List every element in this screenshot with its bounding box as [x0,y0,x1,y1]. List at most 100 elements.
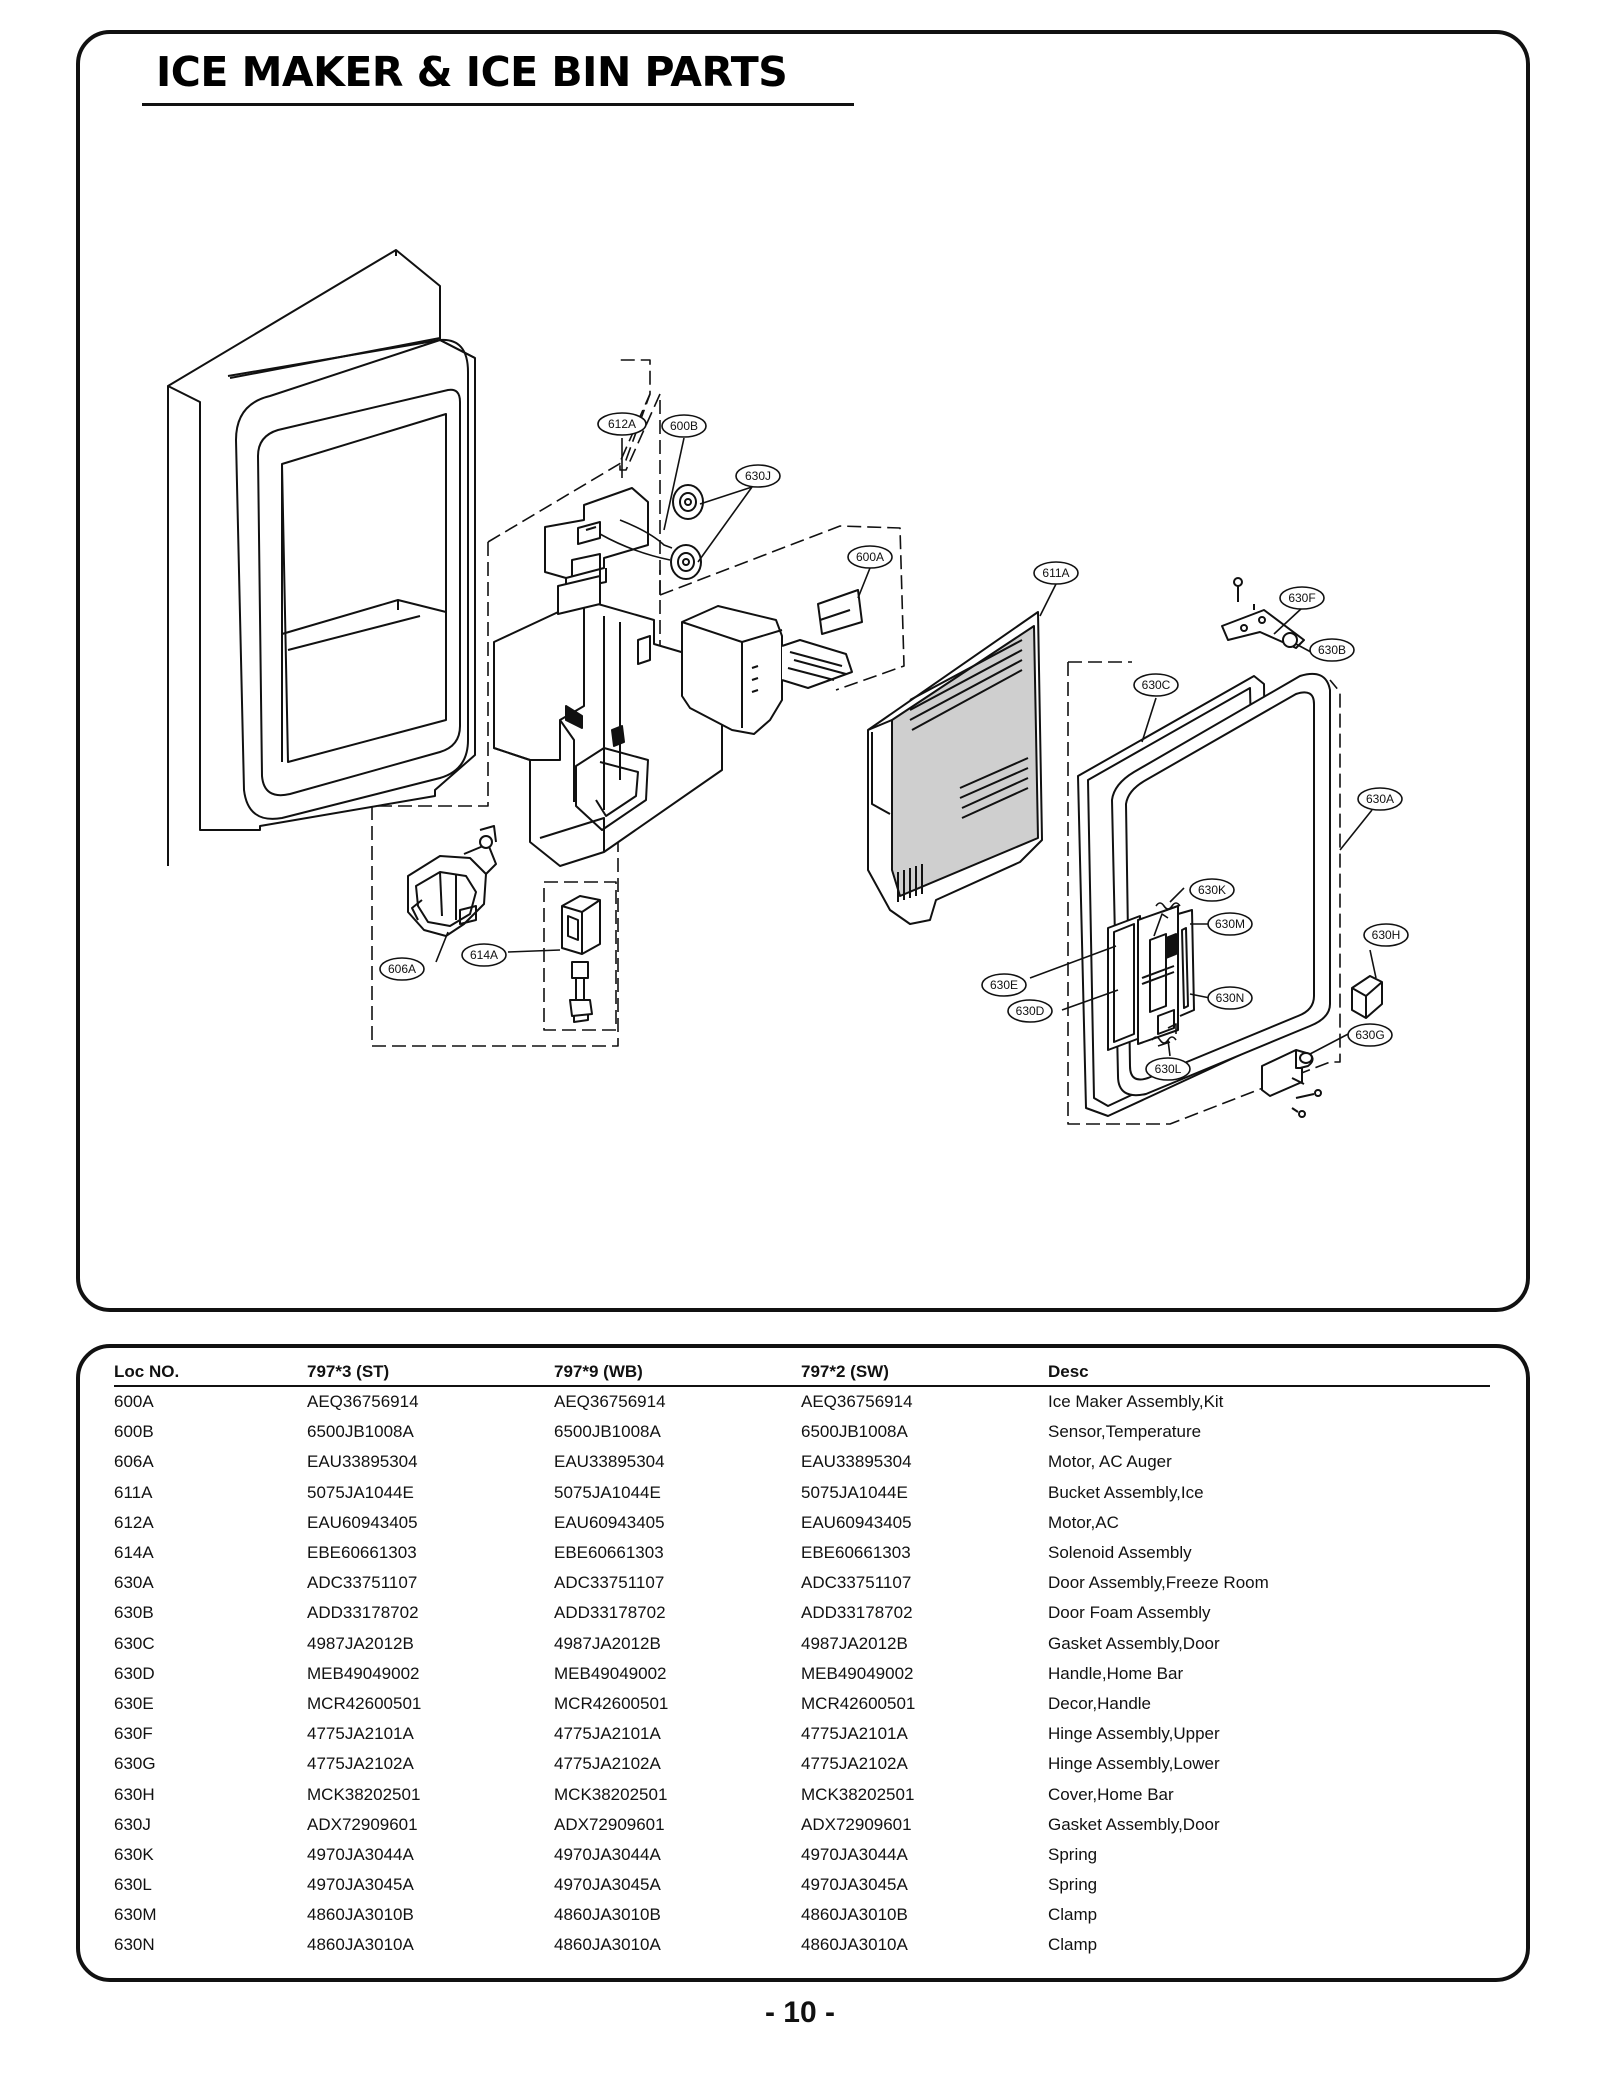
loc-no-cell: 630C [114,1633,155,1653]
callout-600B: 600B [670,419,698,433]
column-header-desc: Desc [1048,1358,1490,1387]
part-wb-cell: 4860JA3010B [554,1905,661,1925]
callout-600B-bubble [661,414,707,438]
loc-no-cell: 630A [114,1573,154,1593]
part-wb-cell: MCK38202501 [554,1784,668,1804]
callout-614A-bubble [461,943,507,967]
desc-cell: Bucket Assembly,Ice [1048,1482,1204,1502]
part-wb-cell: ADX72909601 [554,1814,665,1834]
loc-no-cell: 606A [114,1452,154,1472]
column-header-797-3-st: 797*3 (ST) [307,1358,554,1387]
part-st-cell: 4775JA2102A [307,1754,414,1774]
part-sw-cell: 4860JA3010A [801,1935,908,1955]
part-sw-cell: ADD33178702 [801,1603,913,1623]
part-630G-lower-hinge [1261,1049,1322,1118]
callout-630L-bubble [1145,1057,1191,1081]
page-title: ICE MAKER & ICE BIN PARTS [156,48,788,96]
part-611A-ice-bucket [867,611,1043,925]
part-sw-cell: MCK38202501 [801,1784,915,1804]
desc-cell: Motor, AC Auger [1048,1452,1172,1472]
part-wb-cell: 4970JA3045A [554,1875,661,1895]
loc-no-cell: 611A [114,1482,153,1502]
part-wb-cell: 4970JA3044A [554,1844,661,1864]
callout-630C: 630C [1142,678,1171,692]
desc-cell: Clamp [1048,1905,1098,1925]
part-st-cell: 6500JB1008A [307,1422,414,1442]
callout-630D: 630D [1016,1004,1045,1018]
callout-630C-bubble [1133,673,1179,697]
part-606A-auger-motor [407,825,497,937]
loc-no-cell: 630H [114,1784,155,1804]
desc-cell: Hinge Assembly,Lower [1048,1754,1220,1774]
part-sw-cell: EBE60661303 [801,1543,911,1563]
loc-no-cell: 630L [114,1875,152,1895]
callout-labels: 612A 600B 630J 600A 611A 630F 630B 630C … [388,417,1400,1076]
callout-630J-bubble [735,464,781,488]
loc-no-cell: 600B [114,1422,154,1442]
loc-no-cell: 614A [114,1543,154,1563]
desc-cell: Ice Maker Assembly,Kit [1048,1392,1224,1412]
callout-630J: 630J [745,469,771,483]
part-sw-cell: 6500JB1008A [801,1422,908,1442]
part-st-cell: MCK38202501 [307,1784,421,1804]
desc-cell: Spring [1048,1844,1098,1864]
diagram-frame [76,30,1530,1312]
callout-630A-bubble [1357,787,1403,811]
callout-630D-bubble [1007,999,1053,1023]
part-614A-solenoid [561,895,601,1023]
callout-630F: 630F [1288,591,1315,605]
desc-cell: Handle,Home Bar [1048,1663,1184,1683]
part-sw-cell: 4860JA3010B [801,1905,908,1925]
callout-630E-bubble [981,973,1027,997]
callout-bubbles [379,412,1409,1081]
part-wb-cell: AEQ36756914 [554,1392,666,1412]
part-630F-upper-hinge [1221,577,1305,649]
column-header-loc-no: Loc NO. [114,1358,307,1387]
callout-630A: 630A [1366,792,1394,806]
part-wb-cell: ADC33751107 [554,1573,665,1593]
callout-611A-bubble [1033,561,1079,585]
callout-630B: 630B [1318,643,1346,657]
callout-630G-bubble [1347,1023,1393,1047]
part-630D-handle-home-bar [1107,905,1195,1051]
refrigerator-door-frame [167,249,476,866]
part-sw-cell: EAU60943405 [801,1512,912,1532]
loc-no-cell: 630E [114,1693,154,1713]
callout-630B-bubble [1309,638,1355,662]
desc-cell: Sensor,Temperature [1048,1422,1202,1442]
part-sw-cell: EAU33895304 [801,1452,912,1472]
callout-612A-bubble [597,412,647,436]
callout-630M: 630M [1215,917,1245,931]
part-wb-cell: EAU33895304 [554,1452,665,1472]
part-st-cell: MEB49049002 [307,1663,420,1683]
assembly-group-outlines [371,359,1341,1125]
callout-630E: 630E [990,978,1018,992]
callout-606A: 606A [388,962,416,976]
part-600B-sensor-630J-rollers [599,484,704,580]
part-st-cell: 4970JA3044A [307,1844,414,1864]
loc-no-cell: 630G [114,1754,156,1774]
callout-606A-bubble [379,957,425,981]
part-st-cell: MCR42600501 [307,1693,422,1713]
part-wb-cell: MEB49049002 [554,1663,667,1683]
callout-630M-bubble [1207,912,1253,936]
part-630H-home-bar-cover [1351,975,1383,1019]
loc-no-cell: 630D [114,1663,155,1683]
part-sw-cell: 4987JA2012B [801,1633,908,1653]
part-sw-cell: AEQ36756914 [801,1392,913,1412]
desc-cell: Clamp [1048,1935,1098,1955]
part-sw-cell: ADC33751107 [801,1573,912,1593]
parts-table: Loc NO. 797*3 (ST) 797*9 (WB) 797*2 (SW)… [114,1358,1490,1961]
